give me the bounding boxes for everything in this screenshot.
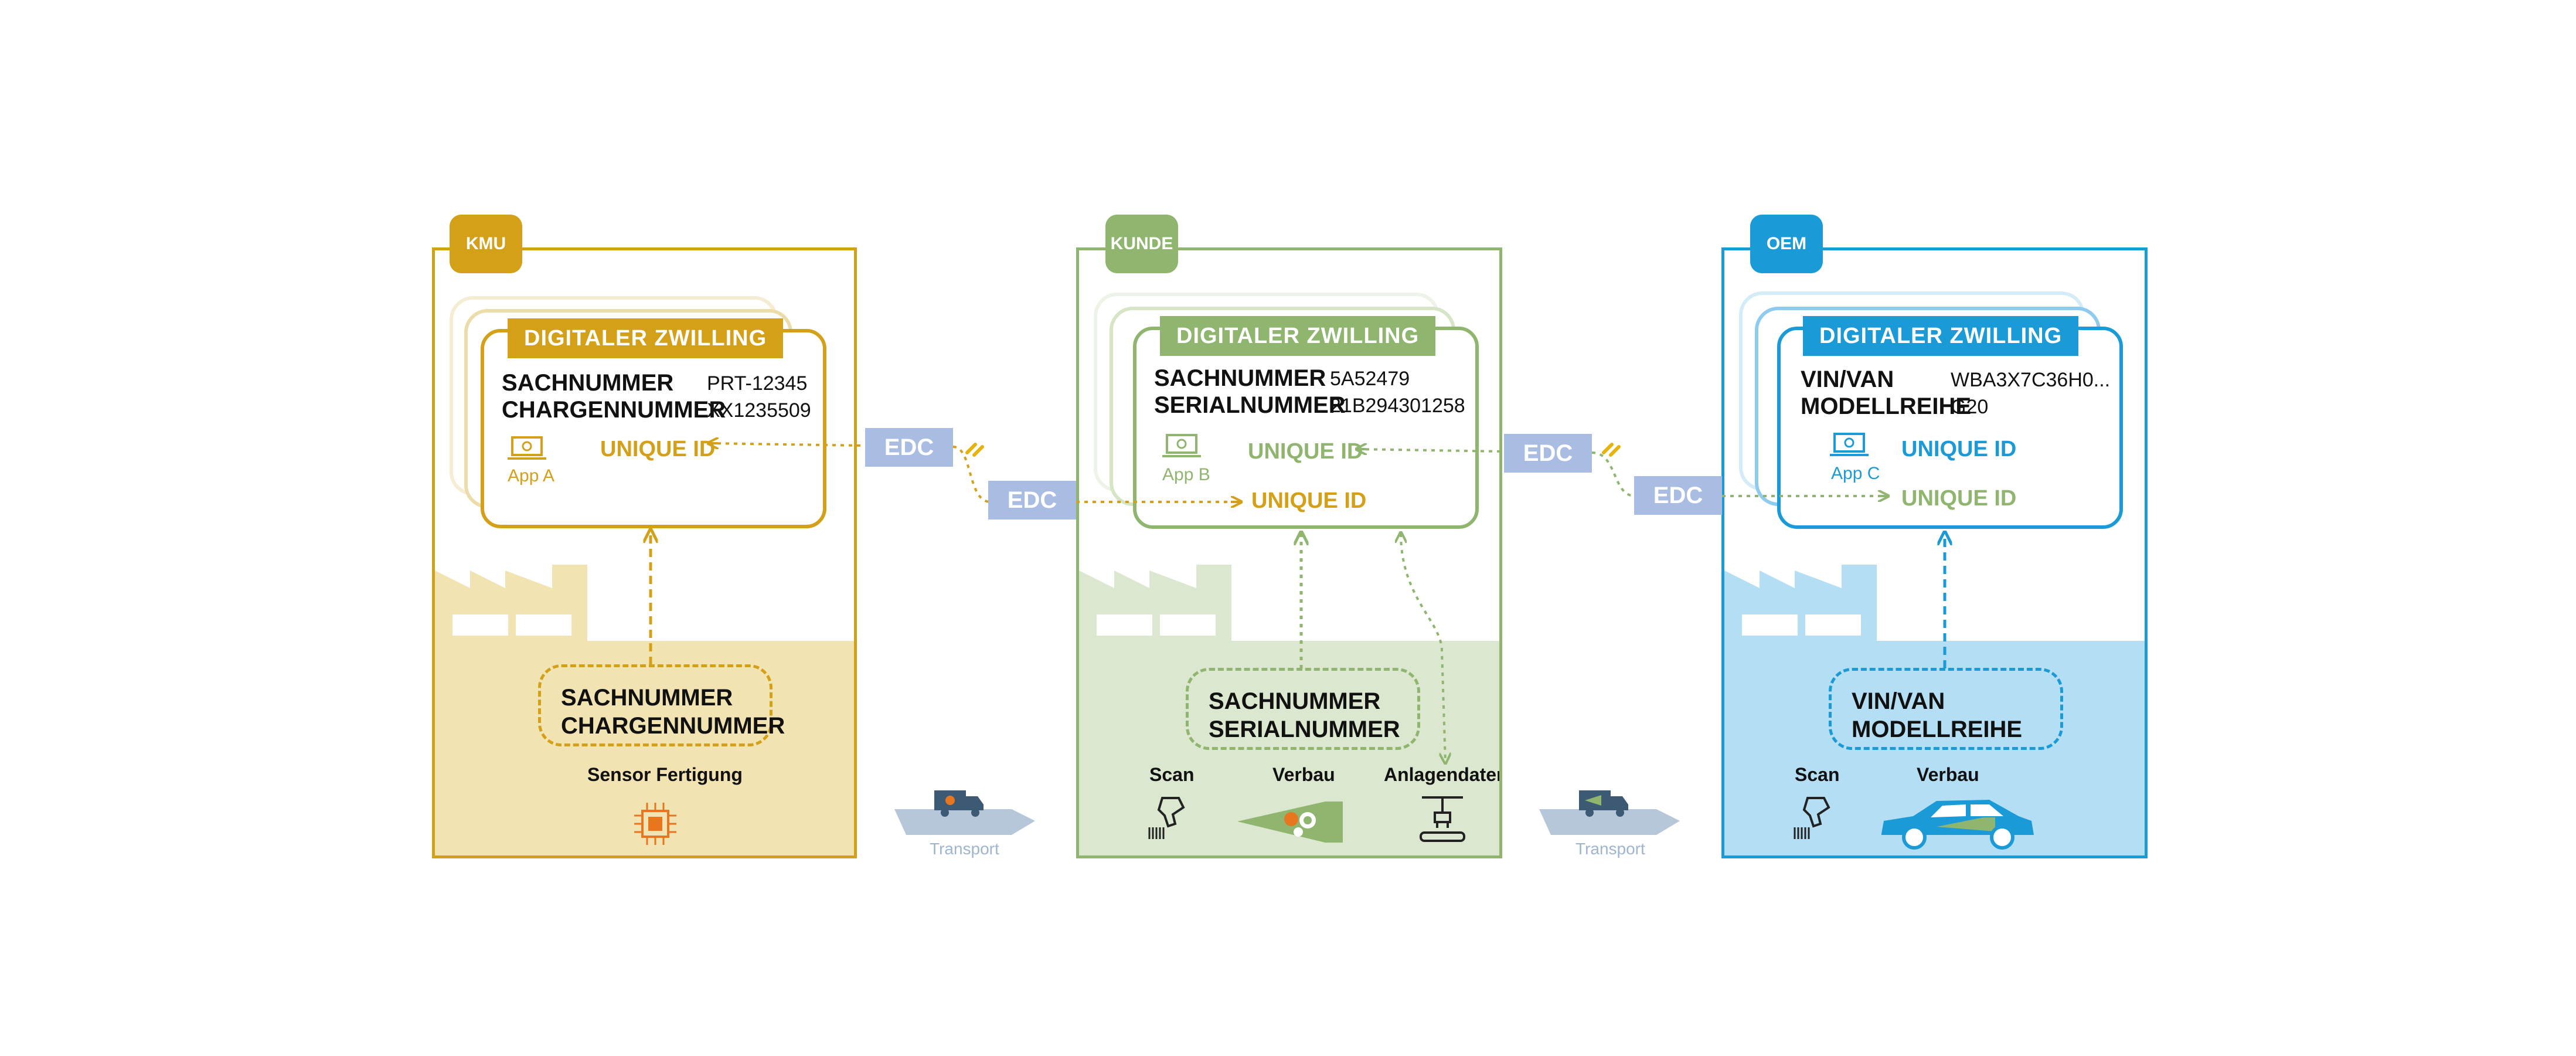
oem-card-title: DIGITALER ZWILLING — [1803, 316, 2079, 356]
kmu-source-box: SACHNUMMER CHARGENNUMMER — [538, 664, 785, 746]
kunde-source-box: SACHNUMMER SERIALNUMMER — [1186, 668, 1420, 750]
kmu-field-value-2: XX1235509 — [707, 399, 811, 422]
kmu-field-label-2: CHARGENNUMMER — [502, 397, 726, 423]
kunde-field-label-2: SERIALNUMMER — [1154, 392, 1346, 418]
kmu-digital-twin-card: DIGITALER ZWILLING SACHNUMMER PRT-12345 … — [481, 318, 826, 528]
oem-digital-twin-card: DIGITALER ZWILLING VIN/VAN WBA3X7C36H0..… — [1777, 316, 2123, 529]
edc-kmu-out: EDC — [865, 428, 953, 467]
oem-source-box: VIN/VAN MODELLREIHE — [1829, 668, 2063, 750]
edc-kunde-out: EDC — [1504, 434, 1592, 473]
kunde-verbau-label: Verbau — [1272, 764, 1335, 785]
link-icon — [1602, 443, 1621, 457]
kunde-unique-id-incoming: UNIQUE ID — [1251, 488, 1367, 513]
oem-field-value-1: WBA3X7C36H0... — [1951, 369, 2111, 391]
robot-arm-icon — [1420, 796, 1465, 842]
oem-field-label-2: MODELLREIHE — [1801, 393, 1972, 419]
oem-unique-id: UNIQUE ID — [1901, 437, 2017, 461]
transport-arrow-1 — [894, 790, 1035, 835]
kmu-field-label-1: SACHNUMMER — [502, 370, 674, 396]
edc-kunde-in: EDC — [988, 481, 1076, 519]
factory-icon — [435, 565, 587, 641]
kmu-app-label: App A — [508, 466, 555, 485]
kunde-source-line-1: SACHNUMMER — [1209, 688, 1381, 714]
kmu-ground — [435, 641, 854, 855]
transport-label-1: Transport — [930, 840, 999, 858]
transport-label-2: Transport — [1575, 840, 1645, 858]
assembly-icon — [1237, 802, 1343, 843]
kunde-field-value-2: 21B294301258 — [1330, 395, 1465, 417]
kunde-anlagendaten-label: Anlagendaten — [1384, 764, 1502, 785]
kmu-source-line-1: SACHNUMMER — [561, 685, 733, 711]
kunde-field-label-1: SACHNUMMER — [1154, 365, 1326, 391]
kunde-unique-id: UNIQUE ID — [1248, 439, 1363, 464]
kunde-digital-twin-card: DIGITALER ZWILLING SACHNUMMER 5A52479 SE… — [1133, 316, 1479, 529]
kmu-field-value-1: PRT-12345 — [707, 372, 808, 395]
kunde-app-label: App B — [1162, 465, 1210, 484]
oem-verbau-label: Verbau — [1917, 764, 1979, 785]
oem-tag: OEM — [1750, 215, 1823, 273]
kunde-card-title: DIGITALER ZWILLING — [1160, 316, 1436, 356]
kunde-scan-label: Scan — [1149, 764, 1195, 785]
kunde-panel: DIGITALER ZWILLING SACHNUMMER 5A52479 SE… — [1076, 247, 1502, 858]
kmu-unique-id: UNIQUE ID — [600, 437, 716, 461]
kmu-source-line-2: CHARGENNUMMER — [561, 713, 785, 739]
oem-source-line-1: VIN/VAN — [1852, 688, 1945, 714]
scanner-icon — [1148, 797, 1185, 839]
oem-panel: DIGITALER ZWILLING VIN/VAN WBA3X7C36H0..… — [1721, 247, 2148, 858]
kmu-sensor-label: Sensor Fertigung — [587, 764, 743, 785]
oem-unique-id-incoming: UNIQUE ID — [1901, 486, 2017, 511]
transport-arrow-2 — [1539, 790, 1680, 835]
oem-field-value-2: G20 — [1951, 396, 1989, 418]
factory-icon — [1724, 565, 1877, 641]
scanner-icon — [1794, 797, 1830, 839]
laptop-icon — [508, 436, 546, 460]
link-icon — [965, 443, 984, 457]
laptop-icon — [1162, 434, 1201, 457]
car-icon — [1881, 800, 2034, 850]
chip-icon — [634, 803, 676, 845]
laptop-icon — [1830, 433, 1869, 456]
kunde-tag: KUNDE — [1105, 215, 1178, 273]
oem-scan-label: Scan — [1795, 764, 1840, 785]
factory-icon — [1079, 565, 1231, 641]
kmu-panel: DIGITALER ZWILLING SACHNUMMER PRT-12345 … — [432, 247, 857, 858]
oem-field-label-1: VIN/VAN — [1801, 366, 1894, 392]
kunde-source-line-2: SERIALNUMMER — [1209, 717, 1400, 742]
oem-source-line-2: MODELLREIHE — [1852, 717, 2023, 742]
kmu-card-title: DIGITALER ZWILLING — [508, 318, 784, 358]
kmu-tag: KMU — [450, 215, 522, 273]
kunde-field-value-1: 5A52479 — [1330, 368, 1410, 390]
edc-oem-in: EDC — [1634, 476, 1722, 515]
oem-app-label: App C — [1831, 464, 1880, 483]
